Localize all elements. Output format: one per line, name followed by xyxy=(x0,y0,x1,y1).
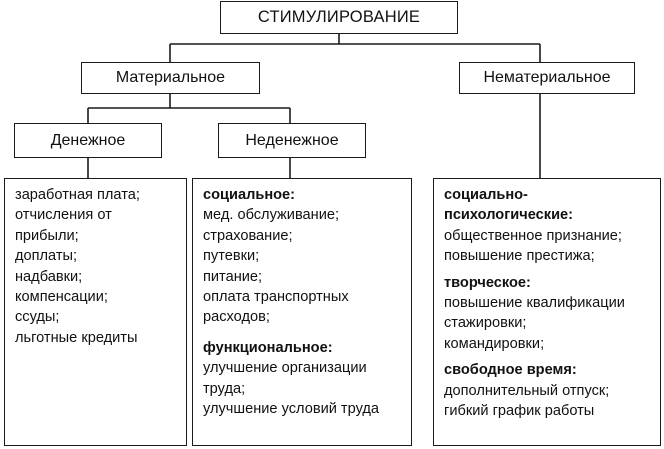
detail-item: повышение престижа; xyxy=(444,248,595,265)
detail-heading-functional: функциональное: xyxy=(203,339,333,356)
detail-item: дополнительный отпуск; xyxy=(444,382,610,399)
detail-heading-social: социальное: xyxy=(203,187,296,203)
detail-item: повышение квалификации xyxy=(444,295,625,312)
detail-item: гибкий график работы xyxy=(444,403,595,420)
detail-item: ссуды; xyxy=(15,309,60,326)
detail-heading-socio-psych-cont: психологические: xyxy=(444,207,574,224)
non-material-details: социально- психологические: общественное… xyxy=(433,178,661,446)
detail-item: компенсации; xyxy=(15,289,108,306)
detail-item: труда; xyxy=(203,380,246,397)
detail-heading-socio-psych: социально- xyxy=(444,187,528,203)
non-material-node-label: Нематериальное xyxy=(483,69,611,86)
monetary-details: заработная плата; отчисления от прибыли;… xyxy=(4,178,187,446)
detail-item: прибыли; xyxy=(15,227,79,244)
non-monetary-node: Неденежное xyxy=(218,123,366,158)
detail-item: мед. обслуживание; xyxy=(203,207,340,224)
detail-item: льготные кредиты xyxy=(15,329,138,346)
detail-heading-creative: творческое: xyxy=(444,274,531,291)
detail-item: оплата транспортных xyxy=(203,289,349,306)
detail-item: командировки; xyxy=(444,335,545,352)
detail-item: улучшение организации xyxy=(203,360,367,377)
non-monetary-details: социальное: мед. обслуживание; страхован… xyxy=(192,178,412,446)
material-node: Материальное xyxy=(81,62,260,94)
detail-heading-free-time: свободное время: xyxy=(444,362,577,379)
detail-item: стажировки; xyxy=(444,315,527,332)
detail-item: доплаты; xyxy=(15,248,78,265)
detail-item: питание; xyxy=(203,268,263,285)
root-node: СТИМУЛИРОВАНИЕ xyxy=(220,1,458,34)
detail-item: надбавки; xyxy=(15,268,83,285)
detail-item: расходов; xyxy=(203,309,270,326)
detail-item: путевки; xyxy=(203,248,260,265)
monetary-node-label: Денежное xyxy=(50,131,126,149)
detail-item: улучшение условий труда xyxy=(203,401,380,418)
detail-item: отчисления от xyxy=(15,207,112,224)
detail-item: общественное признание; xyxy=(444,227,622,244)
monetary-node: Денежное xyxy=(14,123,162,158)
non-monetary-node-label: Неденежное xyxy=(245,131,339,149)
group-spacer xyxy=(203,328,403,338)
root-node-label: СТИМУЛИРОВАНИЕ xyxy=(257,8,421,26)
non-material-node: Нематериальное xyxy=(459,62,635,94)
detail-item: заработная плата; xyxy=(15,187,140,203)
detail-item: страхование; xyxy=(203,227,293,244)
material-node-label: Материальное xyxy=(115,69,226,86)
